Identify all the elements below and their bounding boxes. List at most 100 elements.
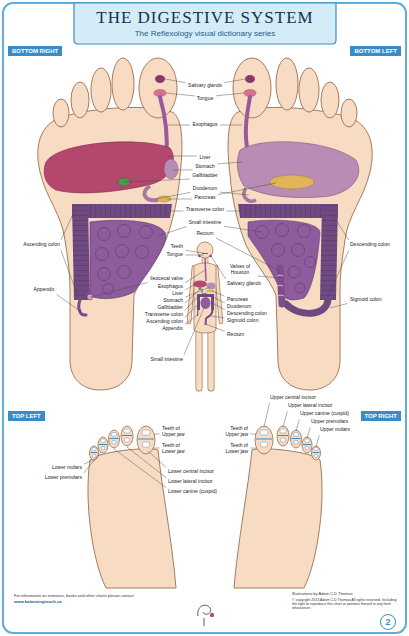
leader-line	[224, 79, 245, 83]
part-label: Esophagus	[192, 122, 217, 128]
leader-line	[124, 179, 190, 182]
leader-lines	[56, 79, 348, 488]
body-figure	[206, 290, 214, 293]
part-label: Teeth	[171, 244, 183, 250]
leader-line	[224, 226, 262, 232]
part-label: Ascending colon	[146, 319, 183, 325]
foot-sole	[38, 58, 182, 390]
organ	[298, 225, 311, 238]
leader-line	[251, 448, 257, 449]
leader-line	[154, 434, 160, 435]
tooth-label: Teeth of Upper jaw	[218, 426, 248, 438]
foot-top	[124, 429, 130, 433]
leader-line	[206, 324, 225, 331]
organ	[237, 142, 358, 198]
foot-top	[101, 447, 105, 450]
tooth-label: Teeth of Lower jaw	[162, 443, 192, 455]
foot-top	[112, 433, 117, 437]
organ	[245, 75, 255, 83]
body-figure	[197, 294, 200, 310]
organ	[96, 225, 153, 295]
part-label: Ileocecal valve	[150, 276, 183, 282]
node-text: TOP LEFT	[12, 413, 41, 420]
leader-line	[154, 448, 160, 449]
foot-top	[112, 441, 116, 445]
organ	[164, 159, 178, 179]
subtitle: The Reflexology visual dictionary series	[135, 29, 276, 38]
organ	[155, 75, 165, 83]
logo	[198, 605, 214, 626]
tooth-label: Lower canine (cuspid)	[168, 489, 217, 495]
part-label: Duodenum	[193, 186, 217, 192]
part-label: Salivary glands	[188, 83, 222, 89]
leader-line	[185, 315, 198, 325]
view-band: TOP RIGHT	[361, 411, 401, 421]
leader-line	[331, 212, 349, 240]
leader-line	[158, 227, 186, 236]
body-figure	[207, 283, 216, 290]
tooth-label: Upper molars	[320, 427, 350, 433]
organ	[136, 246, 149, 259]
foot-sole	[53, 99, 69, 127]
node-text: TOP RIGHT	[365, 413, 397, 420]
node-text: 2	[385, 618, 390, 627]
leader-line	[170, 211, 183, 212]
leader-line	[168, 125, 190, 126]
tooth-label: Teeth of Lower jaw	[218, 443, 248, 455]
leader-line	[185, 270, 205, 283]
foot-sole	[228, 58, 372, 390]
organ	[246, 97, 250, 152]
logo	[198, 605, 211, 626]
part-label: Appendix	[162, 326, 183, 332]
header-box	[74, 3, 336, 44]
leader-line	[316, 435, 319, 447]
part-label: Rectum	[227, 332, 244, 338]
footer-note: Illustrations by Adam C.D Thomas	[292, 592, 352, 597]
view-band: TOP LEFT	[8, 411, 45, 421]
leader-line	[330, 303, 348, 308]
part-label: Rectum	[196, 231, 213, 237]
organ	[288, 266, 300, 278]
organ	[116, 245, 129, 258]
organ	[72, 204, 90, 300]
organ	[237, 75, 358, 313]
leader-line	[185, 287, 210, 297]
page-frame	[3, 3, 406, 633]
foot-top	[92, 429, 150, 458]
part-label: Liver	[200, 155, 211, 161]
node-text: BOTTOM RIGHT	[12, 48, 58, 55]
foot-top	[125, 438, 130, 442]
organ	[44, 142, 173, 193]
organ	[140, 226, 153, 239]
leader-line	[184, 308, 204, 355]
foot-top	[143, 442, 150, 447]
part-label: Stomach	[163, 298, 183, 304]
node-text: BOTTOM LEFT	[354, 48, 397, 55]
organ	[103, 284, 114, 295]
leader-line	[217, 162, 242, 164]
foot-top	[91, 436, 155, 453]
organ	[98, 268, 111, 281]
organ	[144, 186, 158, 200]
part-label: Pancreas	[227, 297, 248, 303]
tooth-label: Upper central incisor	[270, 395, 316, 401]
part-label: Tongue	[197, 96, 213, 102]
part-label: Small intestine	[189, 220, 222, 226]
part-label: Gallbladder	[192, 173, 218, 179]
foot-sole	[91, 68, 111, 112]
leader-line	[212, 291, 225, 296]
organ	[272, 244, 285, 257]
part-label: Transverse colon	[186, 207, 224, 213]
organ	[276, 224, 289, 237]
body-figure	[201, 297, 211, 309]
leader-line	[220, 125, 242, 126]
logo	[210, 613, 214, 617]
body-figure	[199, 331, 211, 388]
footer-note: For information on seminars, books and o…	[14, 594, 135, 599]
part-label: Gallbladder	[157, 305, 183, 311]
foot-top	[101, 439, 105, 442]
foot-sole	[71, 82, 89, 118]
tooth-label: Upper premolars	[311, 419, 348, 425]
organ	[286, 300, 328, 313]
organ	[90, 220, 166, 298]
